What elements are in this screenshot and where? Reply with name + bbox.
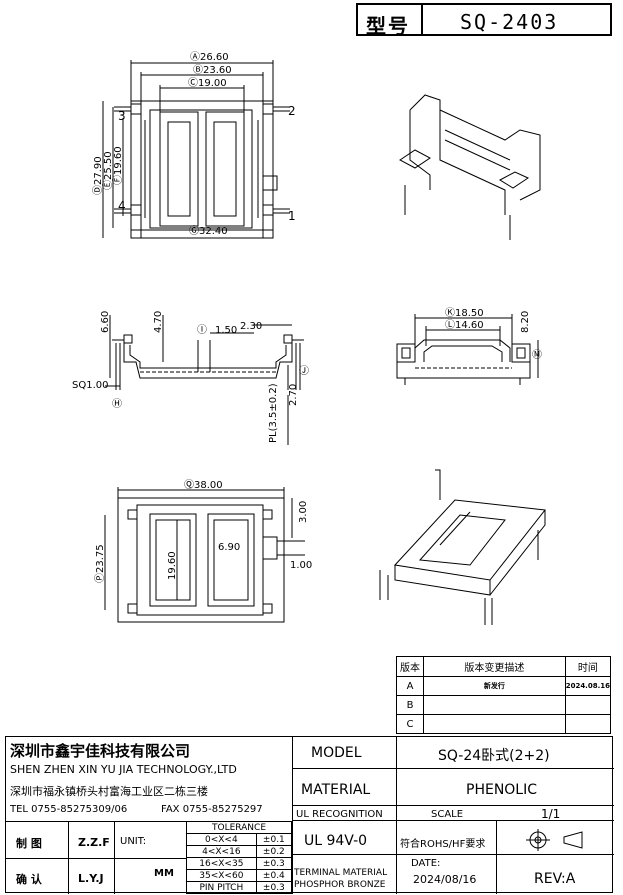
dim-690: 6.90 xyxy=(218,542,240,553)
company-name-cn: 深圳市鑫宇佳科技有限公司 xyxy=(10,742,191,760)
dim-sq: SQ1.00 xyxy=(72,380,108,391)
dim-p: Ⓟ23.75 xyxy=(94,544,106,583)
model-value: SQ-2403 xyxy=(460,10,559,34)
ul-value: UL 94V-0 xyxy=(304,833,368,849)
tol-range-2: 16<X<35 xyxy=(186,857,257,870)
dim-a: Ⓐ26.60 xyxy=(190,51,229,63)
date-label: DATE: xyxy=(411,858,441,869)
dim-m: Ⓜ xyxy=(532,349,542,361)
drawing-sheet: Ⓐ26.60 Ⓑ23.60 Ⓒ19.00 Ⓖ32.40 2 1 3 4 Ⓓ27.… xyxy=(72,51,546,625)
cover-view xyxy=(104,487,305,623)
company-fax: FAX 0755-85275297 xyxy=(161,804,263,815)
tol-val-3: ±0.4 xyxy=(255,869,293,882)
dim-pl: PL(3.5±0.2) xyxy=(268,383,279,443)
pin-3: 3 xyxy=(118,109,126,123)
top-view xyxy=(102,60,290,239)
terminal-label: TERMINAL MATERIAL xyxy=(294,868,388,878)
pin-2: 2 xyxy=(288,104,296,118)
draw-name: Z.Z.F xyxy=(78,836,110,849)
tolerance-table: TOLERANCE 0<X<4±0.1 4<X<16±0.2 16<X<35±0… xyxy=(186,821,293,894)
dim-c: Ⓒ19.00 xyxy=(188,77,227,89)
date-value: 2024/08/16 xyxy=(413,873,477,886)
rev-a-ver: A xyxy=(396,676,424,696)
company-tel: TEL 0755-85275309/06 xyxy=(10,804,128,815)
iso-sketch-2 xyxy=(379,469,546,625)
scale-label: SCALE xyxy=(431,809,464,820)
revision-table: 版本 版本变更描述 时间 A 新发行 2024.08.16 B C xyxy=(396,656,612,734)
check-name: L.Y.J xyxy=(78,872,104,885)
unit-label: UNIT: xyxy=(120,836,147,847)
dim-f: Ⓕ19.60 xyxy=(112,146,124,185)
dim-150: 1.50 xyxy=(215,325,237,336)
dim-q: Ⓠ38.00 xyxy=(184,479,223,491)
rev-value: REV:A xyxy=(534,871,576,887)
dim-e: Ⓔ25.50 xyxy=(102,151,114,190)
terminal-value: PHOSPHOR BRONZE xyxy=(294,880,386,890)
title-box: 型号 SQ-2403 xyxy=(356,3,612,38)
model-key: 型号 xyxy=(366,14,410,38)
model-value-info: SQ-24卧式(2+2) xyxy=(438,748,550,764)
tol-val-1: ±0.2 xyxy=(255,845,293,858)
end-view xyxy=(396,314,539,385)
dim-820: 8.20 xyxy=(520,311,531,333)
rev-c-time xyxy=(564,714,612,734)
rev-b-ver: B xyxy=(396,695,424,715)
rev-header-ver: 版本 xyxy=(396,656,424,677)
company-name-en: SHEN ZHEN XIN YU JIA TECHNOLOGY.,LTD xyxy=(10,763,237,776)
material-value: PHENOLIC xyxy=(466,782,538,798)
iso-sketch-1 xyxy=(399,94,541,240)
tol-val-0: ±0.1 xyxy=(255,833,293,846)
dim-100: 1.00 xyxy=(290,560,312,571)
rev-header-desc: 版本变更描述 xyxy=(423,656,566,677)
rohs-note: 符合ROHS/HF要求 xyxy=(400,839,486,850)
tol-range-1: 4<X<16 xyxy=(186,845,257,858)
tol-val-2: ±0.3 xyxy=(255,857,293,870)
dim-h: Ⓗ xyxy=(112,398,122,410)
tol-range-0: 0<X<4 xyxy=(186,833,257,846)
dim-300: 3.00 xyxy=(298,501,309,523)
rev-a-desc: 新发行 xyxy=(423,676,566,696)
side-view xyxy=(105,315,304,445)
rev-header-time: 时间 xyxy=(564,656,612,677)
company-address: 深圳市福永镇桥头村富海工业区二栋三楼 xyxy=(10,785,208,798)
unit-value: MM xyxy=(154,868,174,879)
rev-b-time xyxy=(564,695,612,715)
rev-a-time: 2024.08.16 xyxy=(564,676,612,696)
model-label: MODEL xyxy=(311,745,362,761)
ul-label: UL RECOGNITION xyxy=(296,809,383,820)
rev-b-desc xyxy=(423,695,566,715)
dim-d: Ⓓ27.90 xyxy=(92,156,104,195)
tol-range-3: 35<X<60 xyxy=(186,869,257,882)
rev-c-ver: C xyxy=(396,714,424,734)
rev-c-desc xyxy=(423,714,566,734)
dim-270: 2.70 xyxy=(288,384,299,406)
dim-i: Ⓘ xyxy=(197,324,207,336)
dim-660: 6.60 xyxy=(100,311,111,333)
dim-1960: 19.60 xyxy=(167,551,178,580)
projection-symbol-icon xyxy=(526,829,583,851)
tol-val-4: ±0.3 xyxy=(255,881,293,894)
dim-230: 2.30 xyxy=(240,321,262,332)
pin-4: 4 xyxy=(118,199,126,213)
dim-g: Ⓖ32.40 xyxy=(189,225,228,237)
tol-range-4: PIN PITCH xyxy=(186,881,257,894)
pin-1: 1 xyxy=(288,209,296,223)
title-block: 深圳市鑫宇佳科技有限公司 SHEN ZHEN XIN YU JIA TECHNO… xyxy=(5,736,614,894)
scale-value: 1/1 xyxy=(541,807,561,821)
dim-b: Ⓑ23.60 xyxy=(193,64,232,76)
draw-label: 制 图 xyxy=(16,837,42,850)
tolerance-header: TOLERANCE xyxy=(186,821,292,834)
dim-k: Ⓚ18.50 xyxy=(445,307,484,319)
dim-470: 4.70 xyxy=(153,311,164,333)
material-label: MATERIAL xyxy=(301,782,371,798)
check-label: 确 认 xyxy=(16,873,42,886)
dim-j: Ⓙ xyxy=(299,365,309,377)
dim-l: Ⓛ14.60 xyxy=(445,319,484,331)
